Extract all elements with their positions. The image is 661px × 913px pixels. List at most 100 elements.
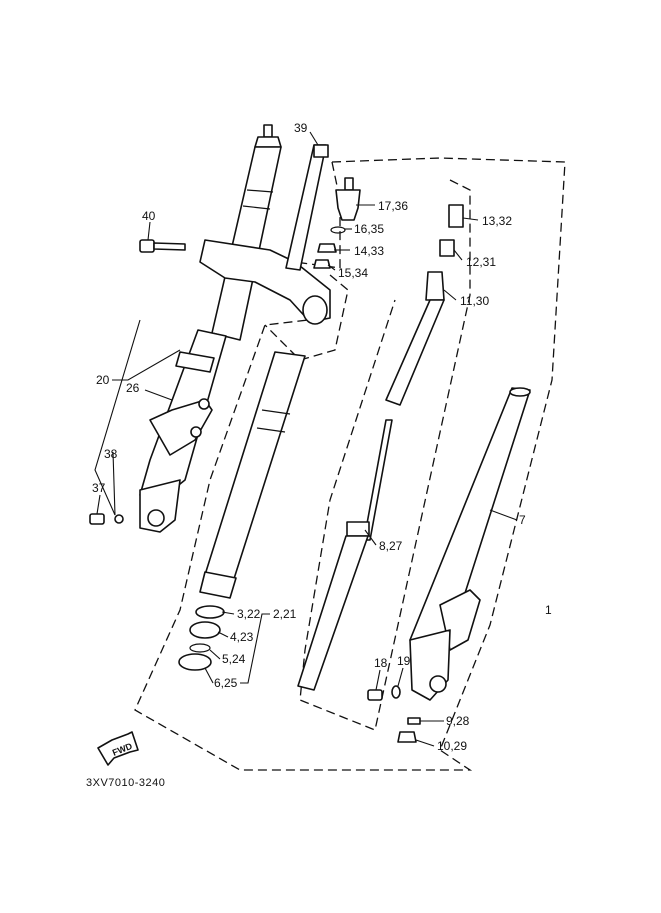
callout-7: 7 [519, 513, 526, 527]
dust-seal-ring [175, 351, 215, 373]
piston-ring [346, 521, 370, 537]
lead-6-25 [204, 667, 214, 684]
separate-tube-band-1 [261, 409, 291, 415]
lead-11-30 [443, 289, 457, 301]
damper-rod-shaft [363, 419, 393, 541]
damper-rod-group-outline [299, 179, 471, 731]
callout-38: 38 [104, 447, 118, 461]
callout-11-30: 11,30 [460, 294, 489, 308]
washer-19 [391, 685, 401, 699]
callout-26: 26 [126, 381, 140, 395]
leader-lines [94, 131, 518, 747]
fork-cap-stem [263, 124, 273, 138]
lead-10-29 [415, 739, 435, 747]
bracket-group-outline [264, 274, 349, 361]
slide-metal [199, 571, 237, 599]
callout-labels: 39 40 17,36 16,35 14,33 15,34 13,32 12,3… [92, 121, 552, 753]
callout-5-24: 5,24 [222, 652, 246, 666]
callout-20: 20 [96, 373, 110, 387]
damper-rod [297, 419, 393, 691]
fwd-arrow-shape [97, 731, 139, 766]
callout-2-21: 2,21 [273, 607, 297, 621]
oil-seal-washer [195, 605, 225, 619]
bracket-2-21 [240, 613, 270, 684]
axle-pinch-bolt-37 [89, 513, 105, 525]
separate-inner-tube [203, 351, 306, 586]
damper-parts [385, 204, 464, 406]
lead-20 [112, 349, 181, 381]
outer-tube-top [509, 387, 531, 397]
lead-5-24 [209, 649, 221, 660]
lead-38 [112, 451, 116, 516]
dust-seal [178, 653, 212, 671]
oil-seal [189, 621, 221, 639]
callout-19: 19 [397, 654, 411, 668]
bolt-18 [367, 689, 383, 701]
oil-seal-clip [189, 643, 211, 653]
inner-tube-separate [178, 351, 306, 671]
lead-13-32 [462, 217, 479, 221]
damper-bolt-10-29 [397, 731, 417, 743]
o-ring [330, 226, 346, 234]
callout-6-25: 6,25 [214, 676, 238, 690]
callout-8-27: 8,27 [379, 539, 403, 553]
lead-37 [96, 494, 101, 515]
bracket-bolt [139, 239, 186, 253]
cap-bolt [335, 189, 361, 221]
steering-stem [285, 144, 329, 271]
callout-37: 37 [92, 481, 106, 495]
diagram-code: 3XV7010-3240 [86, 777, 165, 789]
callout-4-23: 4,23 [230, 630, 254, 644]
assembled-fork-leg [139, 124, 331, 533]
inner-tube-band-lower [242, 205, 271, 210]
bracket-bolt-shank [153, 242, 186, 251]
callout-16-35: 16,35 [354, 222, 384, 236]
outer-assembly-outline [134, 157, 566, 771]
callout-18: 18 [374, 656, 388, 670]
lead-39 [309, 131, 319, 146]
callout-3-22: 3,22 [237, 607, 261, 621]
lead-15-34 [327, 264, 336, 271]
cap-bolt-adjuster [344, 177, 354, 191]
lead-40 [147, 221, 151, 241]
lead-12-31 [453, 249, 463, 261]
cap-bolt-set [313, 177, 361, 269]
callout-13-32: 13,32 [482, 214, 512, 228]
fwd-arrow-icon: FWD [97, 731, 139, 766]
outer-axle-hole [429, 675, 447, 693]
lead-4-23 [217, 631, 229, 638]
callout-9-28: 9,28 [446, 714, 470, 728]
spacer-collar [448, 204, 464, 228]
lock-nut [317, 243, 337, 253]
copper-washer-9-28 [407, 717, 421, 725]
brake-caliper-mount [149, 399, 213, 456]
callout-39: 39 [294, 121, 308, 135]
spring-seat [439, 239, 455, 257]
lead-19 [397, 667, 404, 687]
callout-14-33: 14,33 [354, 244, 384, 258]
washer-38 [114, 514, 124, 524]
bracket-bolt-head [139, 239, 155, 253]
fork-cap [254, 136, 282, 148]
spring [385, 299, 445, 406]
adjust-nut [313, 259, 331, 269]
callout-40: 40 [142, 209, 156, 223]
lead-3-22 [221, 611, 235, 615]
lead-26 [144, 389, 173, 401]
separate-tube-band-2 [256, 427, 286, 433]
callout-1: 1 [545, 603, 552, 617]
outer-tube-separate [409, 387, 531, 701]
callout-17-36: 17,36 [378, 199, 408, 213]
caliper-mount-bolt-hole-lower [190, 426, 202, 438]
lead-7 [489, 509, 518, 521]
lead-8-27 [364, 529, 377, 546]
axle-hole [147, 509, 165, 527]
lead-18 [375, 669, 381, 691]
bracket-20-38 [94, 319, 141, 516]
callout-15-34: 15,34 [338, 266, 368, 280]
callout-10-29: 10,29 [437, 739, 467, 753]
damper-cylinder [297, 535, 369, 691]
caliper-mount-bolt-hole-upper [198, 398, 210, 410]
stem-top-thread [313, 144, 329, 158]
